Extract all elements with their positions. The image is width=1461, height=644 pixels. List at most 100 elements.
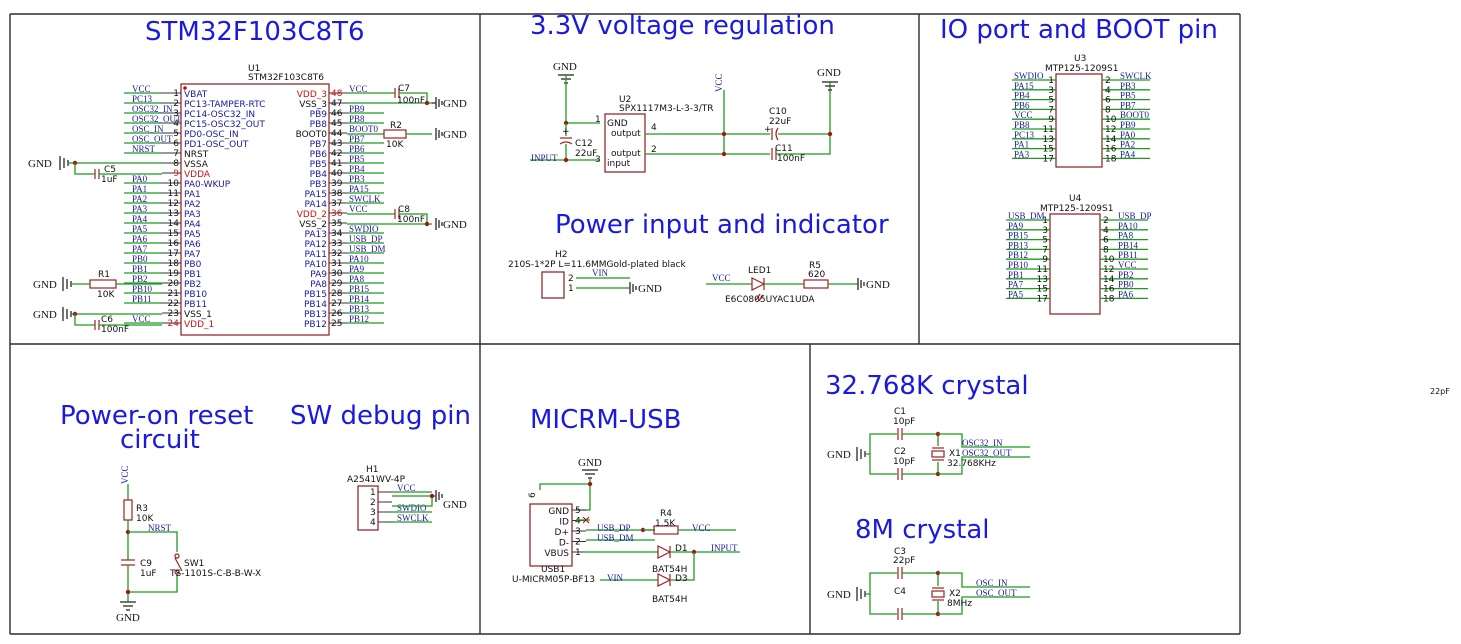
usb-pin-num: 4 <box>575 517 581 527</box>
mcu-net-label: NRST <box>132 144 156 154</box>
io-pin-num: 9 <box>1042 255 1048 265</box>
io-pin-num: 11 <box>1037 265 1048 275</box>
mcu-net-label: USB_DM <box>349 244 386 254</box>
d3-ref: D3 <box>675 574 688 584</box>
c4-ref: C4 <box>894 587 906 597</box>
usb-pin-name: GND <box>548 507 569 517</box>
c2-ref: C2 <box>894 447 906 457</box>
swd-pin-num: 2 <box>370 498 376 508</box>
mcu-net-label: PB10 <box>132 284 153 294</box>
mcu-net-label: PA8 <box>349 274 365 284</box>
mcu-pin-num: 6 <box>173 139 179 149</box>
stray-value-label: 22pF <box>1430 387 1450 396</box>
title-regulator: 3.3V voltage regulation <box>530 11 835 41</box>
mcu-pin-num: 19 <box>168 269 180 279</box>
mcu-pin-num: 22 <box>168 299 179 309</box>
gnd-label: GND <box>866 279 890 291</box>
mcu-pin-num: 24 <box>168 319 180 329</box>
mcu-pin-num: 9 <box>173 169 179 179</box>
mcu-net-label: PB15 <box>349 284 370 294</box>
title-crystal8: 8M crystal <box>855 515 990 545</box>
gnd-icon <box>629 282 637 294</box>
mcu-r1: GND R1 10K <box>33 270 162 300</box>
mcu-c6: GND C6 100nF <box>33 307 162 335</box>
mcu-pin-num: 20 <box>168 279 180 289</box>
mcu-pin-name: PA4 <box>184 220 201 230</box>
io-net-label: SWDIO <box>1014 71 1044 81</box>
gnd-label: GND <box>443 98 467 110</box>
io-net-label: PB7 <box>1120 100 1136 110</box>
gnd-icon <box>857 278 865 290</box>
gnd-icon <box>822 81 838 91</box>
mcu-pin-name: PB4 <box>310 170 328 180</box>
u4-body <box>1049 213 1101 315</box>
mcu-net-label: PB0 <box>132 254 148 264</box>
io-net-label: PB0 <box>1118 280 1134 290</box>
mcu-pin-name: VBAT <box>184 90 208 100</box>
mcu-pin-num: 18 <box>168 259 180 269</box>
mcu-net-label: VCC <box>349 204 368 214</box>
mcu-pin-num: 15 <box>168 229 179 239</box>
c5-ref: C5 <box>104 165 116 175</box>
mcu-net-label: PB5 <box>349 154 365 164</box>
c1-ref: C1 <box>894 407 906 417</box>
usb-pin-name: VBUS <box>544 549 569 559</box>
mcu-pin-num: 35 <box>331 219 342 229</box>
io-net-label: PA9 <box>1008 221 1024 231</box>
mcu-pin-name: PB10 <box>184 290 207 300</box>
mcu-pin-name: PA10 <box>305 260 328 270</box>
mcu-pin-num: 47 <box>331 99 342 109</box>
mcu-net-label: SWDIO <box>349 224 379 234</box>
io-net-label: PB8 <box>1014 120 1030 130</box>
mcu-net-label: PB6 <box>349 144 365 154</box>
title-swd: SW debug pin <box>290 401 471 431</box>
mcu-net-label: PA15 <box>349 184 369 194</box>
mcu-pin-name: PC15-OSC32_OUT <box>184 120 265 130</box>
mcu-pin-num: 30 <box>331 269 343 279</box>
io-pin-num: 18 <box>1103 294 1115 304</box>
swd-pin-num: 3 <box>370 508 376 518</box>
c10-ref: C10 <box>769 107 787 117</box>
net-input: INPUT <box>711 543 738 553</box>
r4-val: 1.5K <box>655 519 676 529</box>
mcu-pin-name: VSS_3 <box>299 100 327 110</box>
mcu-pin-name: PB15 <box>304 290 327 300</box>
svg-text:4: 4 <box>651 123 657 133</box>
io-pin-num: 3 <box>1042 226 1048 236</box>
mcu-pin-num: 44 <box>331 129 343 139</box>
io-net-label: VCC <box>1014 110 1033 120</box>
swd-pin-num: 4 <box>370 518 376 528</box>
r2-val: 10K <box>386 140 404 150</box>
io-net-label: PA2 <box>1120 140 1135 150</box>
net-vcc: VCC <box>120 465 130 484</box>
mcu-pin-num: 17 <box>168 249 179 259</box>
io-net-label: PA5 <box>1008 289 1024 299</box>
mcu-pin-name: BOOT0 <box>296 130 328 140</box>
io-pin-num: 4 <box>1105 86 1111 96</box>
mcu-pin-num: 34 <box>331 229 343 239</box>
net-vcc: VCC <box>714 73 724 92</box>
gnd-label: GND <box>817 67 841 79</box>
mcu-net-label: OSC_OUT <box>132 134 173 144</box>
h2-body <box>541 271 565 299</box>
mcu-pin-name: PA1 <box>184 190 201 200</box>
x2-val: 8MHz <box>947 599 972 609</box>
d1-part: BAT54H <box>652 565 687 575</box>
mcu-pin-name: PA0-WKUP <box>184 180 231 190</box>
io-pin-num: 1 <box>1048 76 1054 86</box>
io-pin-num: 6 <box>1103 236 1109 246</box>
io-net-label: USB_DP <box>1118 211 1152 221</box>
mcu-pin-num: 11 <box>168 189 179 199</box>
mcu-pin-name: PB3 <box>310 180 327 190</box>
mcu-pin-num: 37 <box>331 199 342 209</box>
mcu-pin-name: PA14 <box>305 200 328 210</box>
h1-ref: H1 <box>366 465 379 475</box>
mcu-pin-name: PA7 <box>184 250 201 260</box>
r3-ref: R3 <box>136 504 148 514</box>
mcu-net-label: SWCLK <box>349 194 381 204</box>
mcu-pin-num: 42 <box>331 149 342 159</box>
mcu-pin-name: PA11 <box>305 250 327 260</box>
io-net-label: PB11 <box>1118 250 1138 260</box>
